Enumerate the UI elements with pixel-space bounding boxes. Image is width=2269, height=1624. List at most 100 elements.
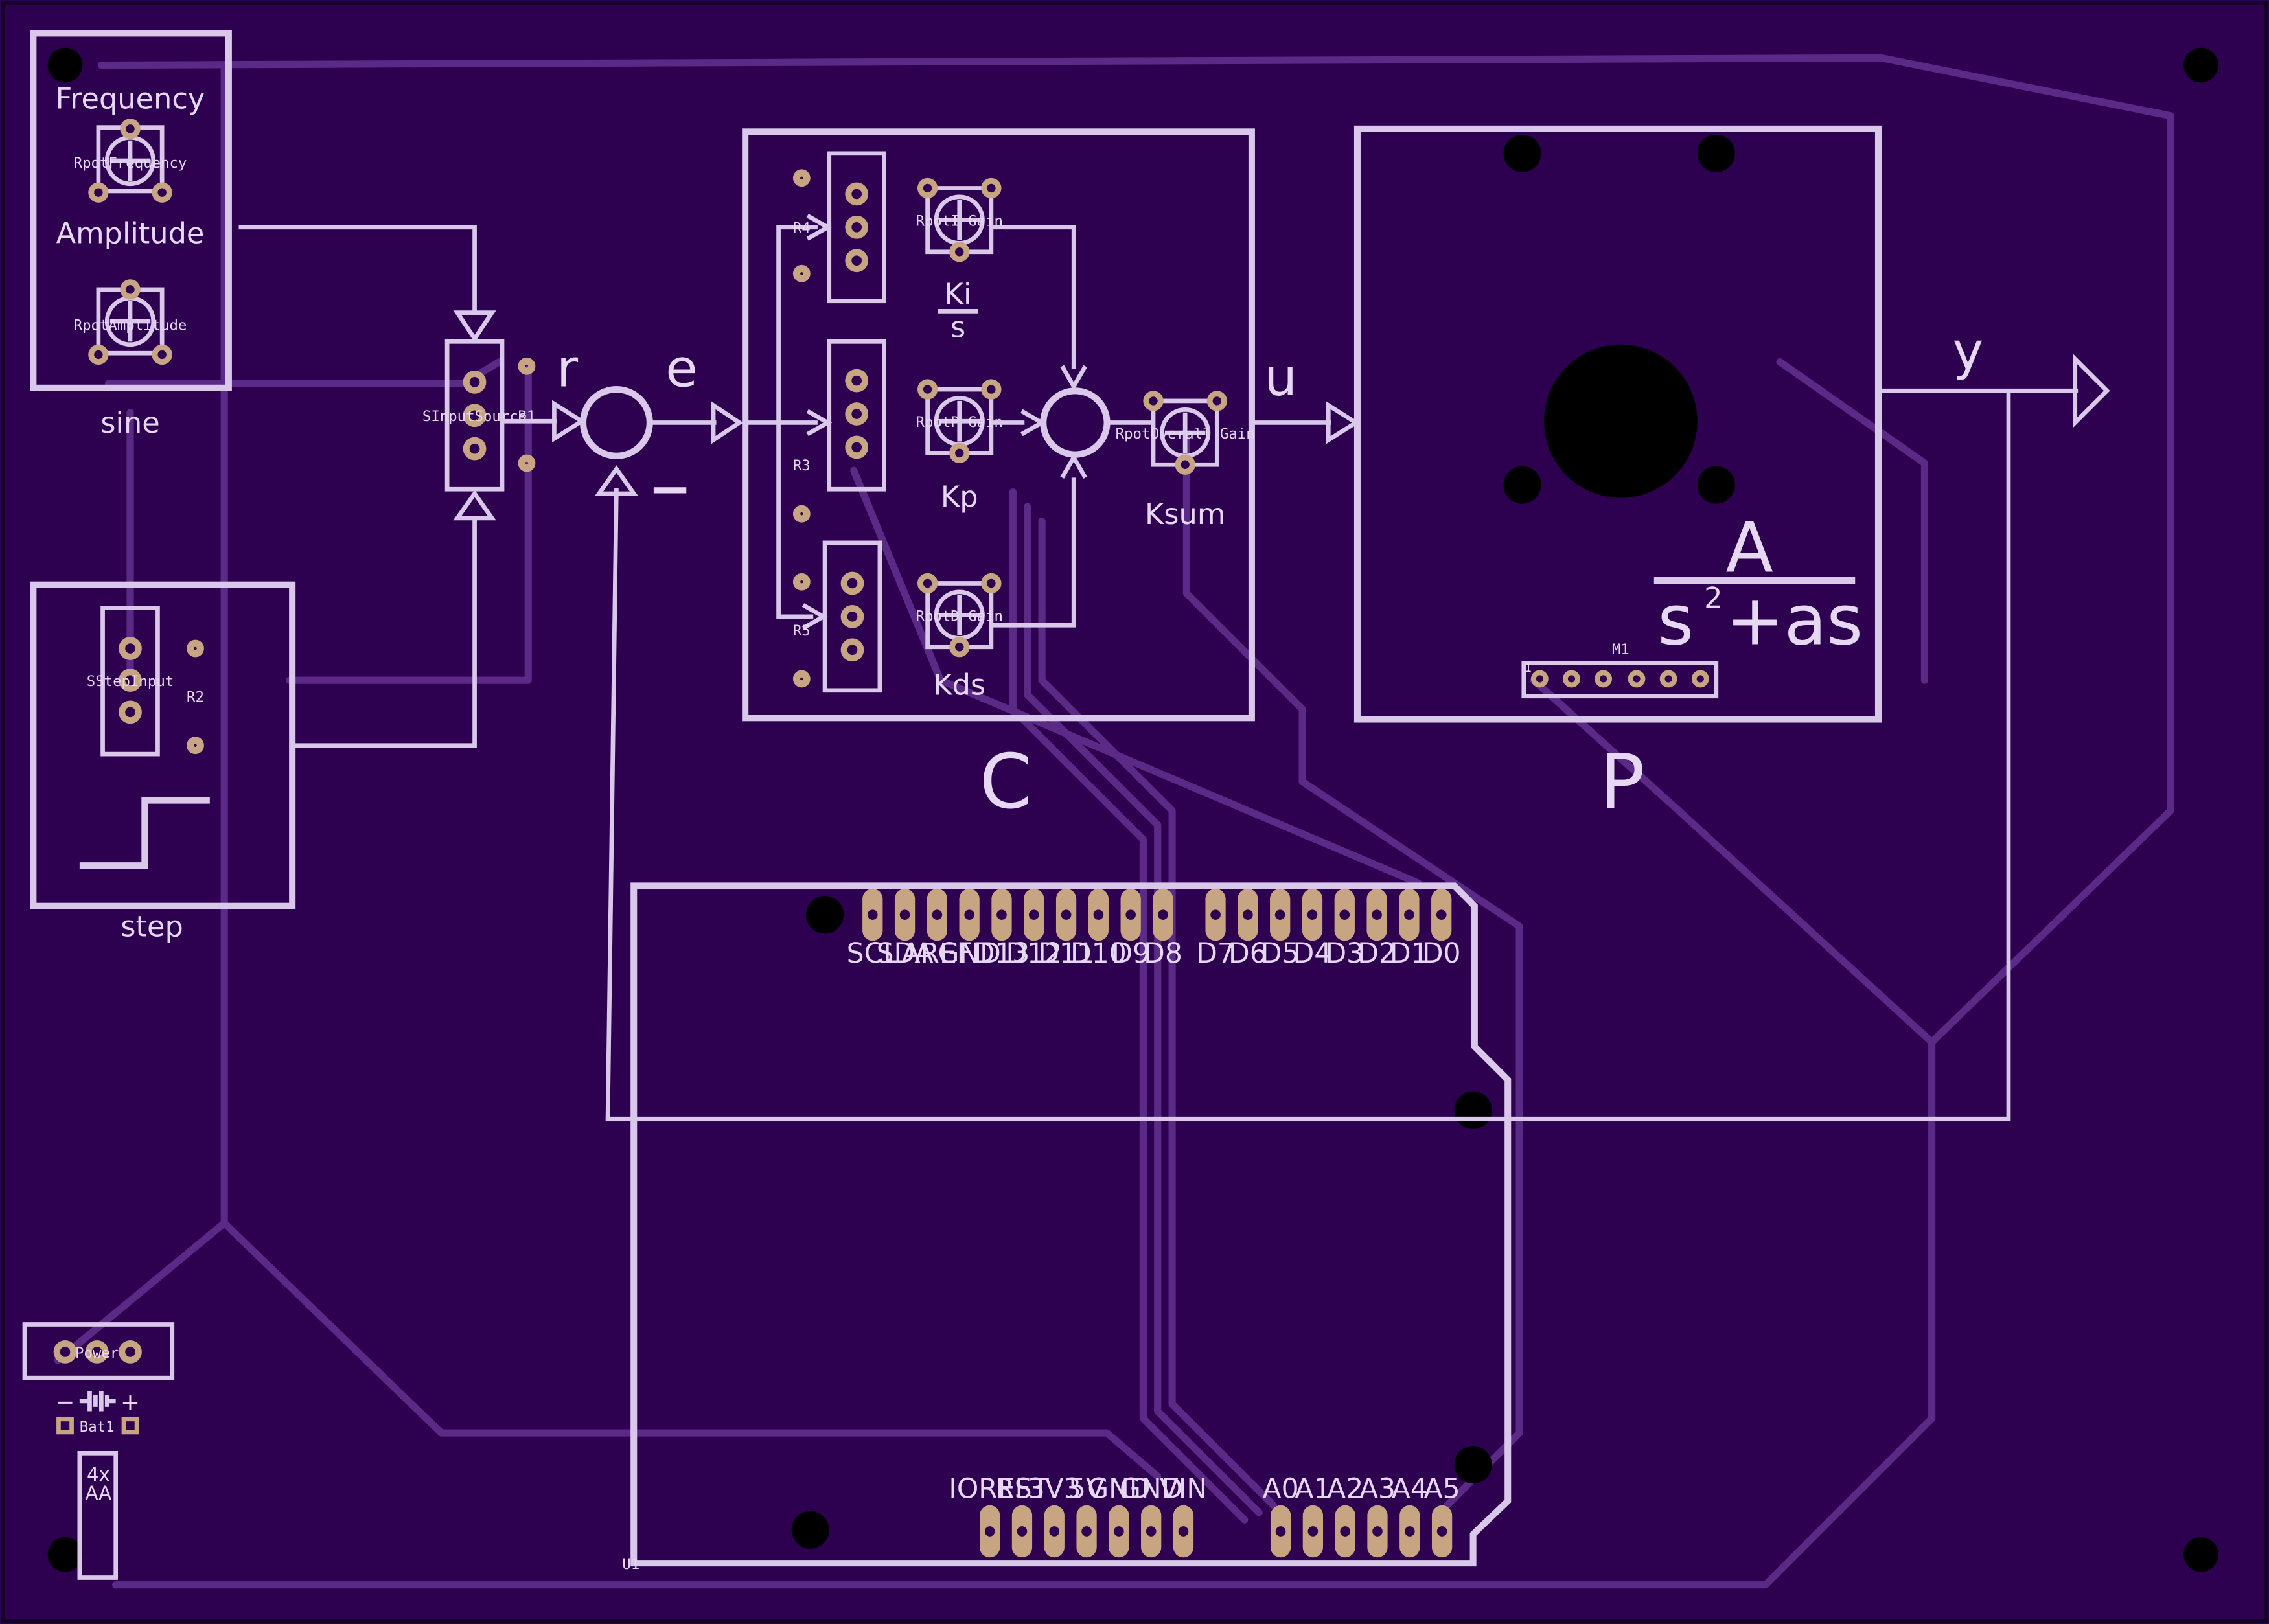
plant-block: A s 2 +as M1 1 P (1353, 125, 1882, 826)
i-branch-switch[interactable] (827, 151, 886, 304)
motor-mount-hole (1503, 466, 1541, 504)
overall-gain-pot[interactable] (1143, 391, 1227, 475)
arduino-pin-label: GND (938, 938, 1001, 970)
power-switch-label: Power (75, 1345, 119, 1362)
p-branch-switch[interactable] (827, 339, 886, 492)
arduino-pin-label: D4 (1293, 938, 1332, 970)
arduino-pin-hole (1210, 909, 1221, 920)
r1-pad (518, 454, 536, 472)
arduino-pin-label: RST (995, 1474, 1049, 1505)
arduino-pin-hole (1049, 1526, 1060, 1537)
minus-sign: − (648, 458, 691, 519)
frequency-pot[interactable] (88, 119, 172, 203)
input-source-switch[interactable] (444, 339, 505, 492)
r2-pad (187, 737, 204, 755)
motor-label: M1 (1612, 641, 1630, 658)
p-gain-pot-label: RpotP Gain (916, 414, 1003, 431)
ki-label: Ki (945, 277, 972, 311)
kp-label: Kp (941, 480, 978, 514)
battery-cells-count: 4x (87, 1463, 110, 1485)
r2-label: R2 (187, 689, 204, 706)
motor-header[interactable] (1521, 661, 1719, 699)
plant-title: P (1600, 738, 1645, 826)
arduino-pin-hole (1017, 1526, 1028, 1537)
arduino-pin-label: GND (1120, 1474, 1182, 1505)
battery-cells-type: AA (86, 1482, 112, 1504)
arduino-pin-hole (1061, 909, 1072, 920)
arduino-pin-hole (1307, 1526, 1319, 1537)
amplitude-pot-label: RpotAmplitude (74, 317, 187, 334)
mounting-hole (47, 47, 83, 83)
arduino-pin-label: A4 (1392, 1474, 1428, 1505)
arduino-pin-label: D10 (1070, 938, 1127, 970)
battery-plus: + (121, 1389, 140, 1415)
arduino-pin-hole (1114, 1526, 1124, 1537)
r1-pad (518, 357, 536, 375)
arduino-pin-hole (1404, 909, 1414, 920)
transfer-numerator: A (1726, 508, 1773, 589)
arduino-pin-hole (1125, 909, 1136, 920)
u-signal-label: u (1264, 347, 1297, 407)
step-title: step (121, 910, 183, 944)
arduino-pin-hole (899, 909, 910, 920)
arduino-pin-hole (1340, 1526, 1351, 1537)
arduino-hole (791, 1511, 829, 1549)
step-switch-label: SStepInput (87, 673, 174, 690)
frequency-pot-label: RpotFrequency (74, 155, 187, 172)
frequency-label: Frequency (56, 82, 205, 116)
arduino-pin-label: D13 (974, 938, 1030, 970)
amplitude-pot[interactable] (88, 279, 172, 365)
sine-block-outline (30, 30, 232, 391)
arduino-pin-hole (1436, 909, 1447, 920)
motor-mount-hole (1697, 134, 1735, 172)
arduino-pin-label: D5 (1261, 938, 1300, 970)
arduino-pin-label: A2 (1327, 1474, 1363, 1505)
arduino-pin-hole (1372, 1526, 1383, 1537)
y-arrow (2073, 354, 2110, 428)
y-signal-label: y (1953, 321, 1984, 382)
motor-mount-hole (1503, 134, 1541, 172)
d-gain-pot[interactable] (917, 573, 1002, 658)
controller-title: C (980, 738, 1032, 826)
arduino-pin-label: A0 (1263, 1474, 1299, 1505)
i-gain-pot[interactable] (917, 177, 1002, 262)
amplitude-label: Amplitude (56, 216, 205, 250)
power-switch[interactable] (53, 1340, 142, 1364)
arduino-pin-label: IOREF (949, 1474, 1031, 1505)
arduino-pin-hole (1339, 909, 1350, 920)
r-signal-label: r (557, 338, 579, 399)
arduino-pin-hole (1307, 909, 1318, 920)
transfer-denominator-s: s (1657, 580, 1694, 661)
arduino-pin-hole (996, 909, 1007, 920)
arduino-pin-hole (1274, 909, 1285, 920)
arduino-pin-hole (867, 909, 878, 920)
arduino-pin-hole (1436, 1526, 1447, 1537)
motor-pin1-label: 1 (1525, 661, 1532, 675)
arduino-pin-label: GND (1087, 1474, 1150, 1505)
arduino-pin-label: D1 (1390, 938, 1429, 970)
d-branch-switch[interactable] (822, 540, 882, 693)
r5-label: R5 (793, 623, 811, 639)
transfer-denominator-rest: +as (1726, 580, 1863, 661)
sine-title: sine (100, 406, 159, 440)
plant-outline (1353, 125, 1882, 723)
r4-label: R4 (793, 220, 811, 237)
e-signal-label: e (665, 338, 697, 399)
battery-minus: − (56, 1389, 75, 1415)
u-arrow (1326, 401, 1360, 444)
arduino-pin-label: A3 (1359, 1474, 1396, 1505)
arduino-pin-label: D6 (1228, 938, 1267, 970)
arduino-pin-label: A1 (1295, 1474, 1331, 1505)
arduino-hole (806, 896, 844, 934)
arduino-hole (1454, 1446, 1492, 1484)
arduino-pin-hole (1243, 909, 1253, 920)
step-symbol (79, 797, 210, 869)
step-input-switch[interactable] (100, 606, 160, 757)
arduino-pin-hole (1081, 1526, 1092, 1537)
arduino-pin-hole (984, 1526, 995, 1537)
